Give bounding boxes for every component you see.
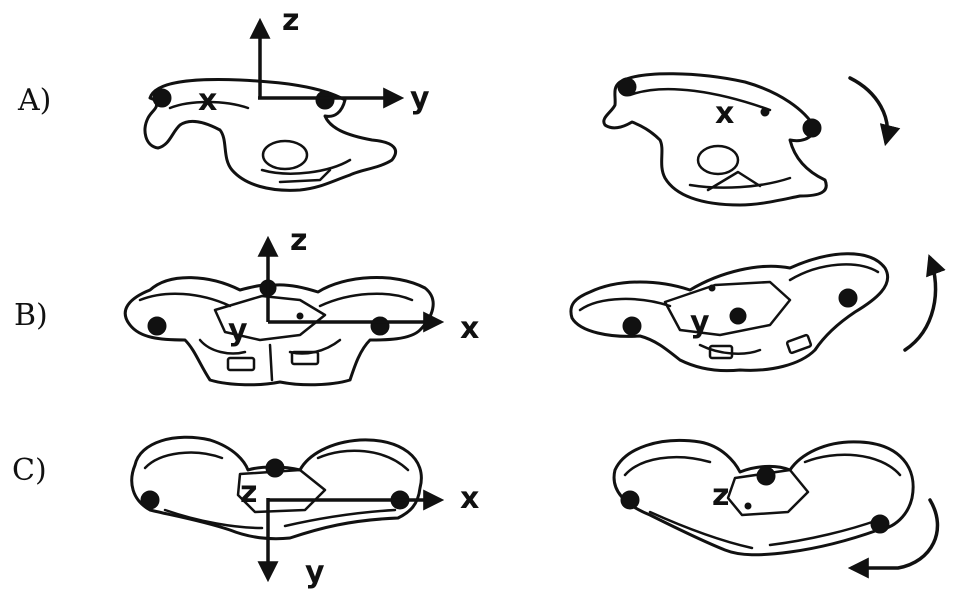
landmark-marker xyxy=(729,307,747,325)
landmark-marker xyxy=(617,77,637,97)
pelvis-a-reference: z y x xyxy=(143,3,430,192)
landmark-marker xyxy=(147,316,167,336)
axis-label-rotated-depth: x xyxy=(715,96,734,131)
rotation-arrow xyxy=(848,76,901,147)
axis-label-depth: z xyxy=(240,475,257,510)
landmark-marker xyxy=(152,88,172,108)
pelvis-b-rotated: y xyxy=(569,252,946,373)
landmark-marker xyxy=(802,118,822,138)
center-dot xyxy=(760,107,770,117)
landmark-marker xyxy=(838,288,858,308)
rotation-arrow xyxy=(847,498,940,579)
landmark-marker xyxy=(870,514,890,534)
pelvis-c-reference: x y z xyxy=(130,435,479,590)
row-label-a: A) xyxy=(17,83,51,118)
pelvis-a-rotated: x xyxy=(602,72,901,207)
landmark-marker xyxy=(315,90,335,110)
pelvis-b-reference: z x y xyxy=(123,223,479,387)
landmark-marker xyxy=(265,458,285,478)
row-a: A) z y x x xyxy=(17,3,901,207)
axis-label-rotated-depth: z xyxy=(712,478,729,513)
axis-label-rotated-depth: y xyxy=(690,305,710,340)
pelvis-c-rotated: z xyxy=(612,438,940,579)
row-b: B) z x y xyxy=(14,223,946,387)
landmark-marker xyxy=(140,490,160,510)
axis-label-horizontal: x xyxy=(460,311,479,346)
axis-label-depth: x xyxy=(198,83,217,118)
axis-label-vertical: z xyxy=(290,223,307,258)
landmark-marker xyxy=(370,316,390,336)
row-c: C) x y z xyxy=(12,435,940,590)
center-dot xyxy=(708,284,716,292)
landmark-marker xyxy=(620,490,640,510)
landmark-marker xyxy=(622,316,642,336)
landmark-marker xyxy=(756,466,776,486)
axis-label-vertical: z xyxy=(282,3,299,38)
axis-label-vertical: y xyxy=(305,555,325,590)
axis-label-horizontal: x xyxy=(460,481,479,516)
axis-label-horizontal: y xyxy=(410,81,430,116)
row-label-b: B) xyxy=(14,298,48,333)
row-label-c: C) xyxy=(12,453,47,488)
center-dot xyxy=(744,502,752,510)
rotation-arrow xyxy=(903,254,946,352)
center-dot xyxy=(296,312,304,320)
axis-label-depth: y xyxy=(228,313,248,348)
